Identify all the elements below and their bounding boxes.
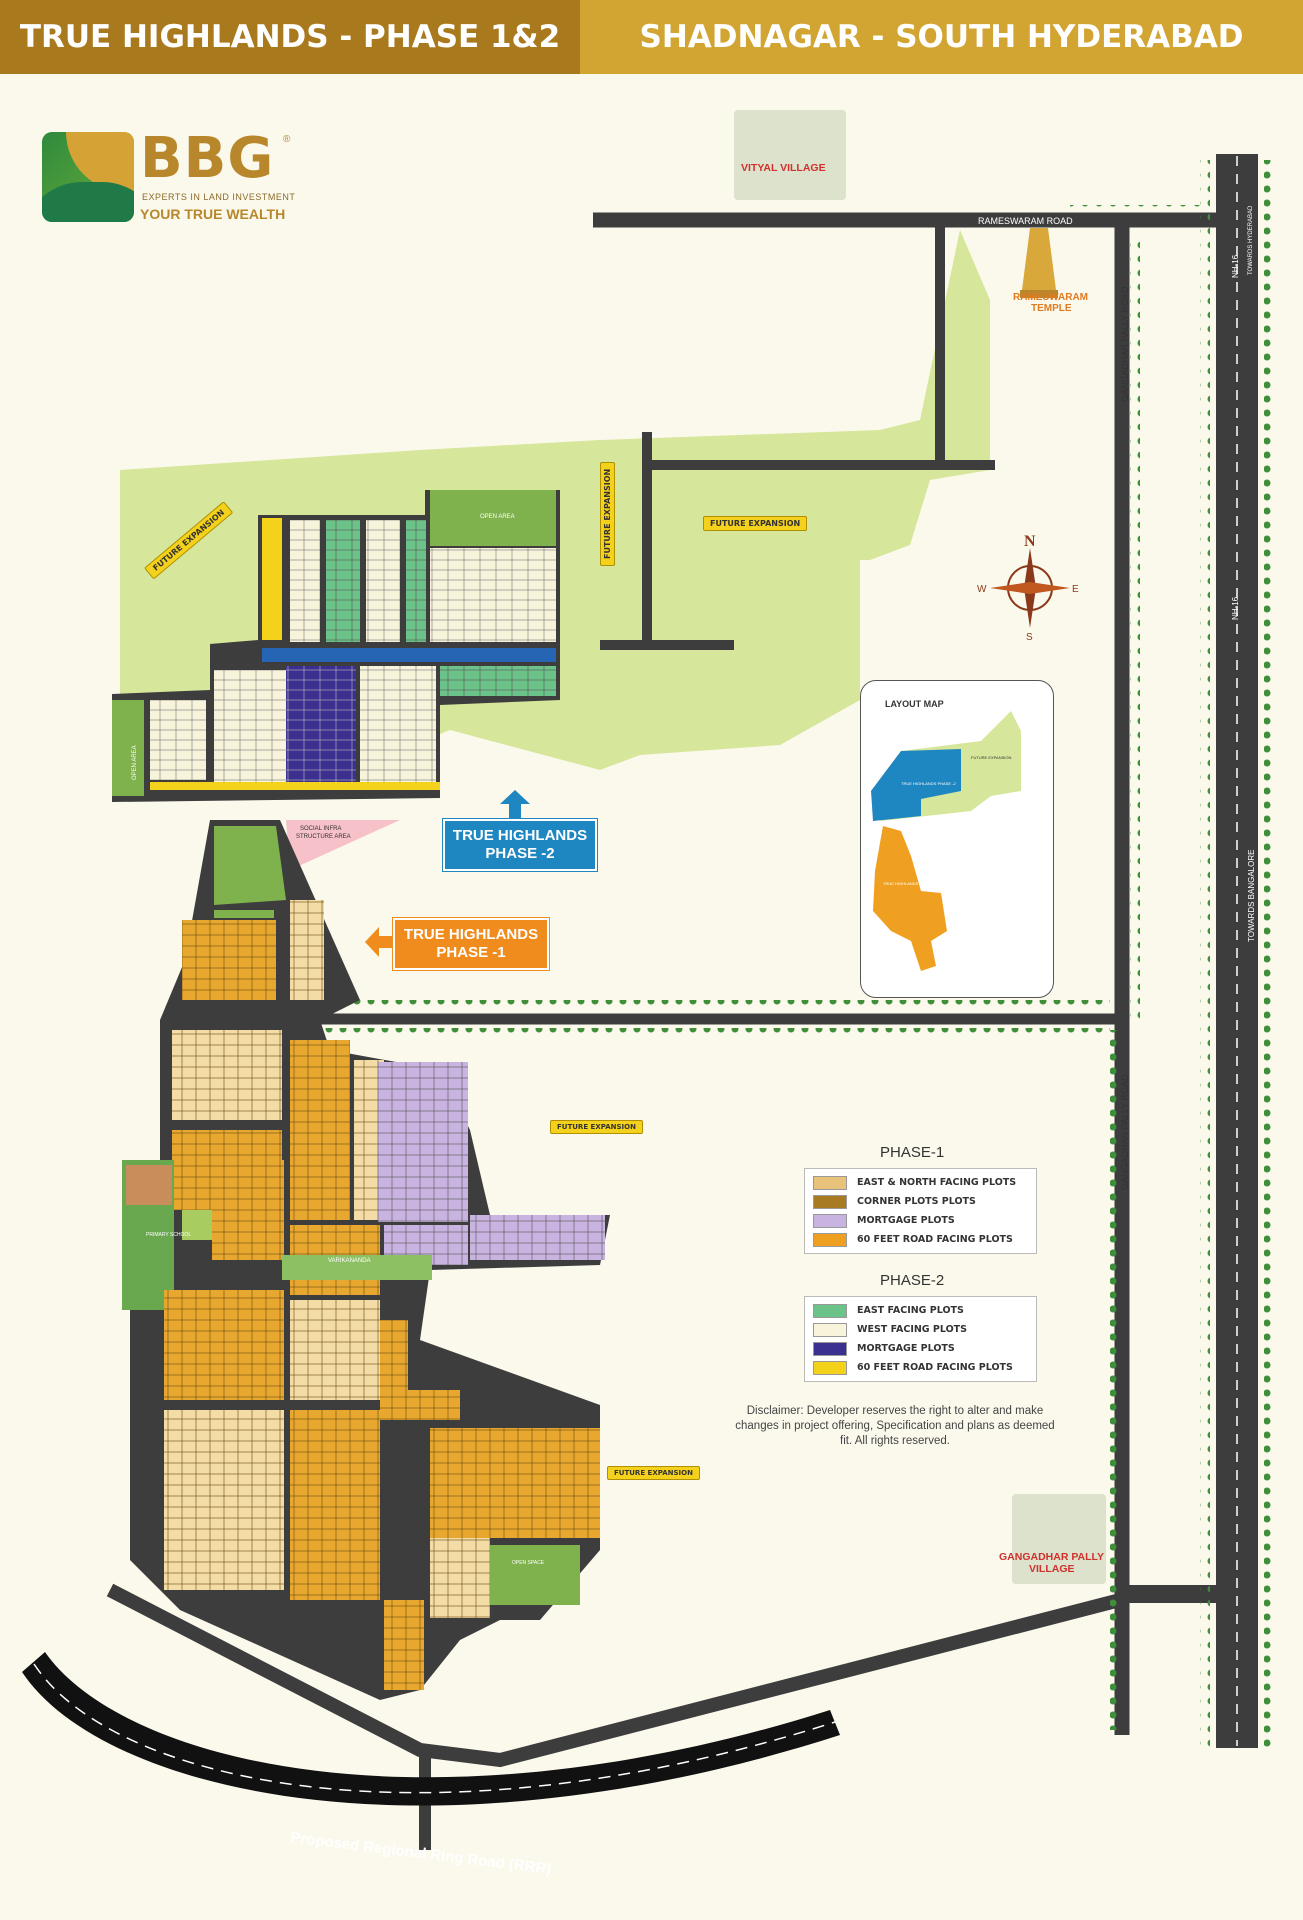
swatch bbox=[813, 1322, 847, 1337]
phase2-tag-line1: TRUE HIGHLANDS bbox=[452, 827, 588, 844]
open-area-label-top: OPEN AREA bbox=[480, 514, 515, 520]
compass-n: N bbox=[1024, 533, 1036, 550]
nh16-label-mid: NH-16 bbox=[1231, 596, 1240, 620]
legend-label: WEST FACING PLOTS bbox=[857, 1324, 967, 1335]
vityal-village-label: VITYAL VILLAGE bbox=[741, 162, 826, 174]
gangadhar-village-image bbox=[1012, 1494, 1106, 1584]
legend-row: CORNER PLOTS PLOTS bbox=[805, 1192, 1036, 1211]
tree-rows bbox=[300, 160, 1274, 1750]
legend-label: 60 FEET ROAD FACING PLOTS bbox=[857, 1234, 1013, 1245]
gangadhar-village-label-2: VILLAGE bbox=[1029, 1563, 1075, 1575]
open-area-label-left: OPEN AREA bbox=[132, 745, 138, 780]
legend-row: 60 FEET ROAD FACING PLOTS bbox=[805, 1358, 1036, 1377]
vanakanada-label: VARIKANANDA bbox=[328, 1258, 371, 1264]
future-expansion-tag-4: FUTURE EXPANSION bbox=[550, 1120, 643, 1134]
logo-tagline: YOUR TRUE WEALTH bbox=[140, 206, 286, 222]
roads bbox=[106, 212, 1228, 1850]
phase2-arrow-icon bbox=[500, 790, 530, 820]
social-infra-label-1: SOCIAL INFRA bbox=[300, 826, 341, 832]
future-expansion-tag-2: FUTURE EXPANSION bbox=[600, 461, 615, 566]
layout-phase2-label: TRUE HIGHLANDS PHASE -2 bbox=[901, 781, 956, 786]
compass-s: S bbox=[1026, 632, 1033, 643]
site-map: N S E W RAMESWARAM ROAD GANGADHAR PALLY … bbox=[22, 110, 1274, 1878]
towards-bangalore-label: TOWARDS BANGALORE bbox=[1247, 850, 1256, 942]
swatch bbox=[813, 1175, 847, 1190]
towards-hyderabad-label: TOWARDS HYDERABAD bbox=[1248, 205, 1254, 275]
legend-label: EAST FACING PLOTS bbox=[857, 1305, 964, 1316]
swatch bbox=[813, 1213, 847, 1228]
disclaimer: Disclaimer: Developer reserves the right… bbox=[735, 1405, 1055, 1447]
phase1-tag: TRUE HIGHLANDS PHASE -1 bbox=[393, 918, 549, 970]
rameswaram-temple-label-1: RAMESWARAM bbox=[1013, 292, 1088, 303]
logo-mark-icon bbox=[42, 132, 134, 222]
rameswaram-road-label: RAMESWARAM ROAD bbox=[978, 216, 1073, 226]
legend-label: MORTGAGE PLOTS bbox=[857, 1215, 955, 1226]
layout-map-title: LAYOUT MAP bbox=[885, 699, 944, 709]
swatch bbox=[813, 1341, 847, 1356]
phase2-tag: TRUE HIGHLANDS PHASE -2 bbox=[443, 819, 597, 871]
logo-registered: ® bbox=[283, 134, 291, 145]
vityal-village-image bbox=[734, 110, 846, 200]
layout-phase1-label: TRUE HIGHLANDS PHASE -1 bbox=[883, 881, 938, 886]
layout-future-label: FUTURE EXPANSION bbox=[971, 755, 1011, 760]
swatch bbox=[813, 1194, 847, 1209]
phase2-tag-line2: PHASE -2 bbox=[485, 845, 555, 862]
gangadhar-road-label-top: GANGADHAR PALLY ROAD bbox=[1120, 286, 1130, 402]
legend-phase1-title: PHASE-1 bbox=[880, 1144, 945, 1161]
primary-school-label: PRIMARY SCHOOL bbox=[146, 1232, 191, 1238]
phase2-layout bbox=[112, 490, 560, 802]
project-title: TRUE HIGHLANDS - PHASE 1&2 bbox=[0, 0, 580, 74]
phase1-tag-line2: PHASE -1 bbox=[436, 944, 506, 961]
legend-phase2: EAST FACING PLOTS WEST FACING PLOTS MORT… bbox=[804, 1296, 1037, 1382]
legend-label: MORTGAGE PLOTS bbox=[857, 1343, 955, 1354]
swatch bbox=[813, 1232, 847, 1247]
legend-row: 60 FEET ROAD FACING PLOTS bbox=[805, 1230, 1036, 1249]
layout-map-inset: LAYOUT MAP FUTURE EXPANSION TRUE HIGHLAN… bbox=[860, 680, 1054, 998]
legend-row: MORTGAGE PLOTS bbox=[805, 1211, 1036, 1230]
phase1-arrow-icon bbox=[365, 927, 395, 957]
future-expansion-tag-3: FUTURE EXPANSION bbox=[703, 516, 808, 531]
legend-phase1: EAST & NORTH FACING PLOTS CORNER PLOTS P… bbox=[804, 1168, 1037, 1254]
future-expansion-tag-5: FUTURE EXPANSION bbox=[607, 1466, 700, 1480]
temple-icon bbox=[1020, 228, 1058, 298]
social-infra-label-2: STRUCTURE AREA bbox=[296, 834, 351, 840]
logo-subtitle: EXPERTS IN LAND INVESTMENT bbox=[142, 192, 296, 202]
legend-row: EAST FACING PLOTS bbox=[805, 1301, 1036, 1320]
gangadhar-village-label-1: GANGADHAR PALLY bbox=[999, 1551, 1105, 1563]
phase1-tag-line1: TRUE HIGHLANDS bbox=[403, 926, 539, 943]
swatch bbox=[813, 1360, 847, 1375]
swatch bbox=[813, 1303, 847, 1318]
legend-row: EAST & NORTH FACING PLOTS bbox=[805, 1173, 1036, 1192]
layout-map-drawing: FUTURE EXPANSION TRUE HIGHLANDS PHASE -2… bbox=[871, 711, 1021, 971]
social-infra-area bbox=[286, 820, 400, 870]
compass-w: W bbox=[977, 584, 987, 595]
legend-label: CORNER PLOTS PLOTS bbox=[857, 1196, 976, 1207]
legend-row: MORTGAGE PLOTS bbox=[805, 1339, 1036, 1358]
location-title: SHADNAGAR - SOUTH HYDERABAD bbox=[580, 0, 1303, 74]
compass-icon: N S E W bbox=[977, 533, 1079, 643]
legend-label: EAST & NORTH FACING PLOTS bbox=[857, 1177, 1017, 1188]
bbg-logo: BBG ® EXPERTS IN LAND INVESTMENT YOUR TR… bbox=[42, 126, 302, 226]
legend-label: 60 FEET ROAD FACING PLOTS bbox=[857, 1362, 1013, 1373]
open-space-label: OPEN SPACE bbox=[512, 1560, 545, 1566]
compass-e: E bbox=[1072, 584, 1079, 595]
regional-ring-road bbox=[22, 1652, 840, 1806]
gangadhar-road-label-bottom: GANGADHAR PALLY ROAD bbox=[1120, 1074, 1130, 1190]
phase1-layout bbox=[122, 820, 610, 1700]
legend-row: WEST FACING PLOTS bbox=[805, 1320, 1036, 1339]
legend-phase2-title: PHASE-2 bbox=[880, 1272, 945, 1289]
header-bar: TRUE HIGHLANDS - PHASE 1&2 SHADNAGAR - S… bbox=[0, 0, 1303, 74]
logo-name: BBG bbox=[140, 126, 275, 191]
nh16-label-top: NH-16 bbox=[1231, 254, 1240, 278]
rameswaram-temple-label-2: TEMPLE bbox=[1031, 303, 1072, 314]
